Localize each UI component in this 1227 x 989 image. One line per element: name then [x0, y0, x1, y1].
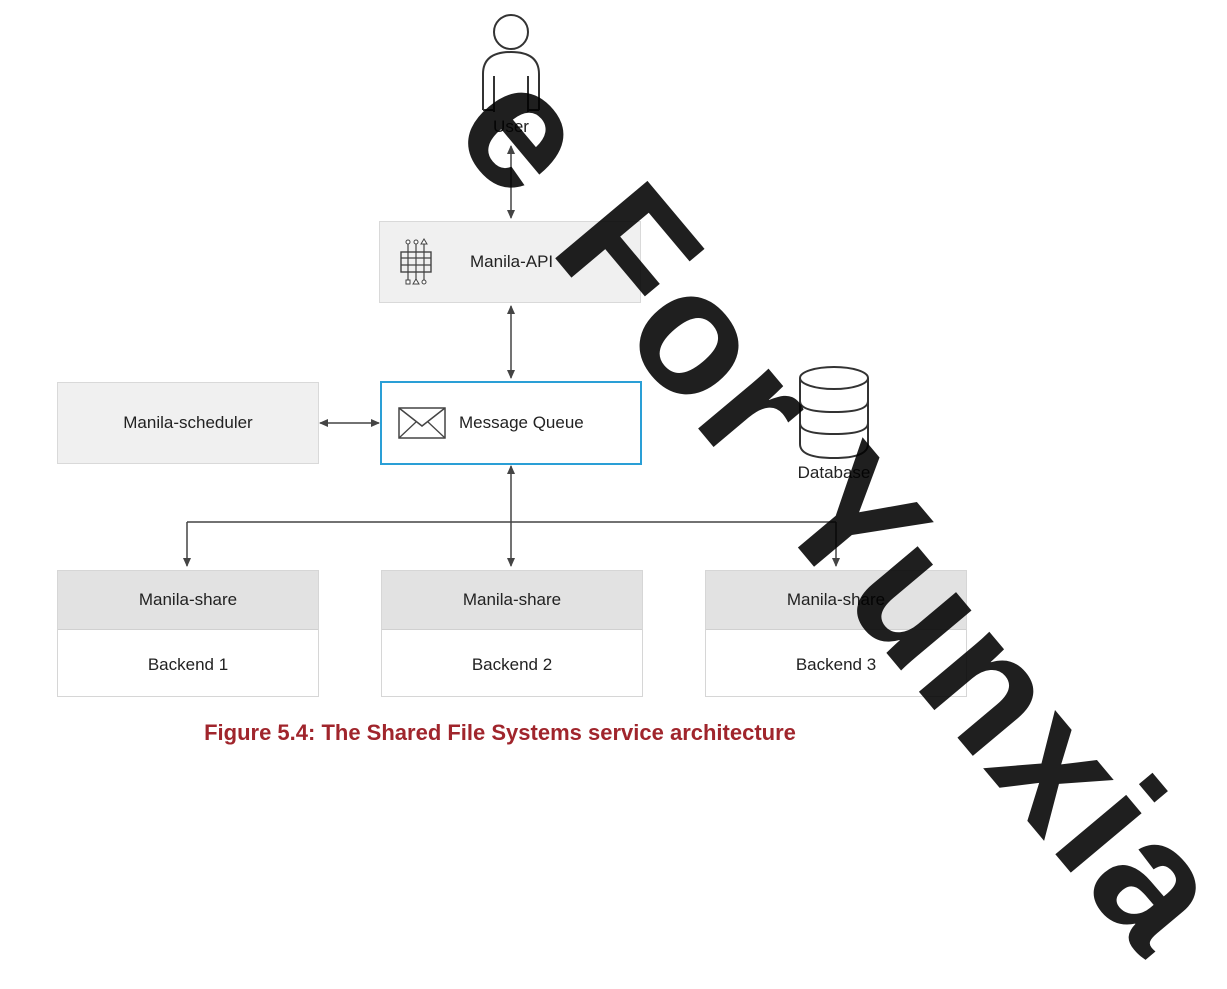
manila-scheduler-label: Manila-scheduler	[123, 413, 253, 432]
envelope-icon	[398, 407, 446, 439]
database-label: Database	[797, 463, 871, 482]
message-queue-label: Message Queue	[459, 413, 584, 432]
database-cylinder-icon	[799, 366, 869, 460]
share-head-1: Manila-share	[58, 571, 318, 630]
manila-share-card-2[interactable]: Manila-share Backend 2	[381, 570, 643, 697]
manila-api-label: Manila-API	[470, 252, 554, 271]
architecture-diagram: User Manila-API Manila-scheduler	[57, 14, 1227, 987]
manila-share-card-3[interactable]: Manila-share Backend 3	[705, 570, 967, 697]
connectors	[183, 145, 840, 567]
share-head-2: Manila-share	[382, 571, 642, 630]
share-head-3: Manila-share	[706, 571, 966, 630]
user-label: User	[493, 117, 529, 136]
share-body-2: Backend 2	[471, 654, 553, 674]
manila-scheduler-box[interactable]: Manila-scheduler	[57, 382, 319, 464]
figure-caption: Figure 5.4: The Shared File Systems serv…	[204, 720, 796, 745]
message-queue-box[interactable]: Message Queue	[380, 381, 642, 465]
manila-share-card-1[interactable]: Manila-share Backend 1	[57, 570, 319, 697]
person-outline-icon	[482, 14, 540, 112]
api-circuit-icon	[400, 238, 432, 285]
share-body-3: Backend 3	[795, 654, 877, 674]
share-body-1: Backend 1	[147, 654, 229, 674]
manila-api-box[interactable]: Manila-API	[379, 221, 641, 303]
